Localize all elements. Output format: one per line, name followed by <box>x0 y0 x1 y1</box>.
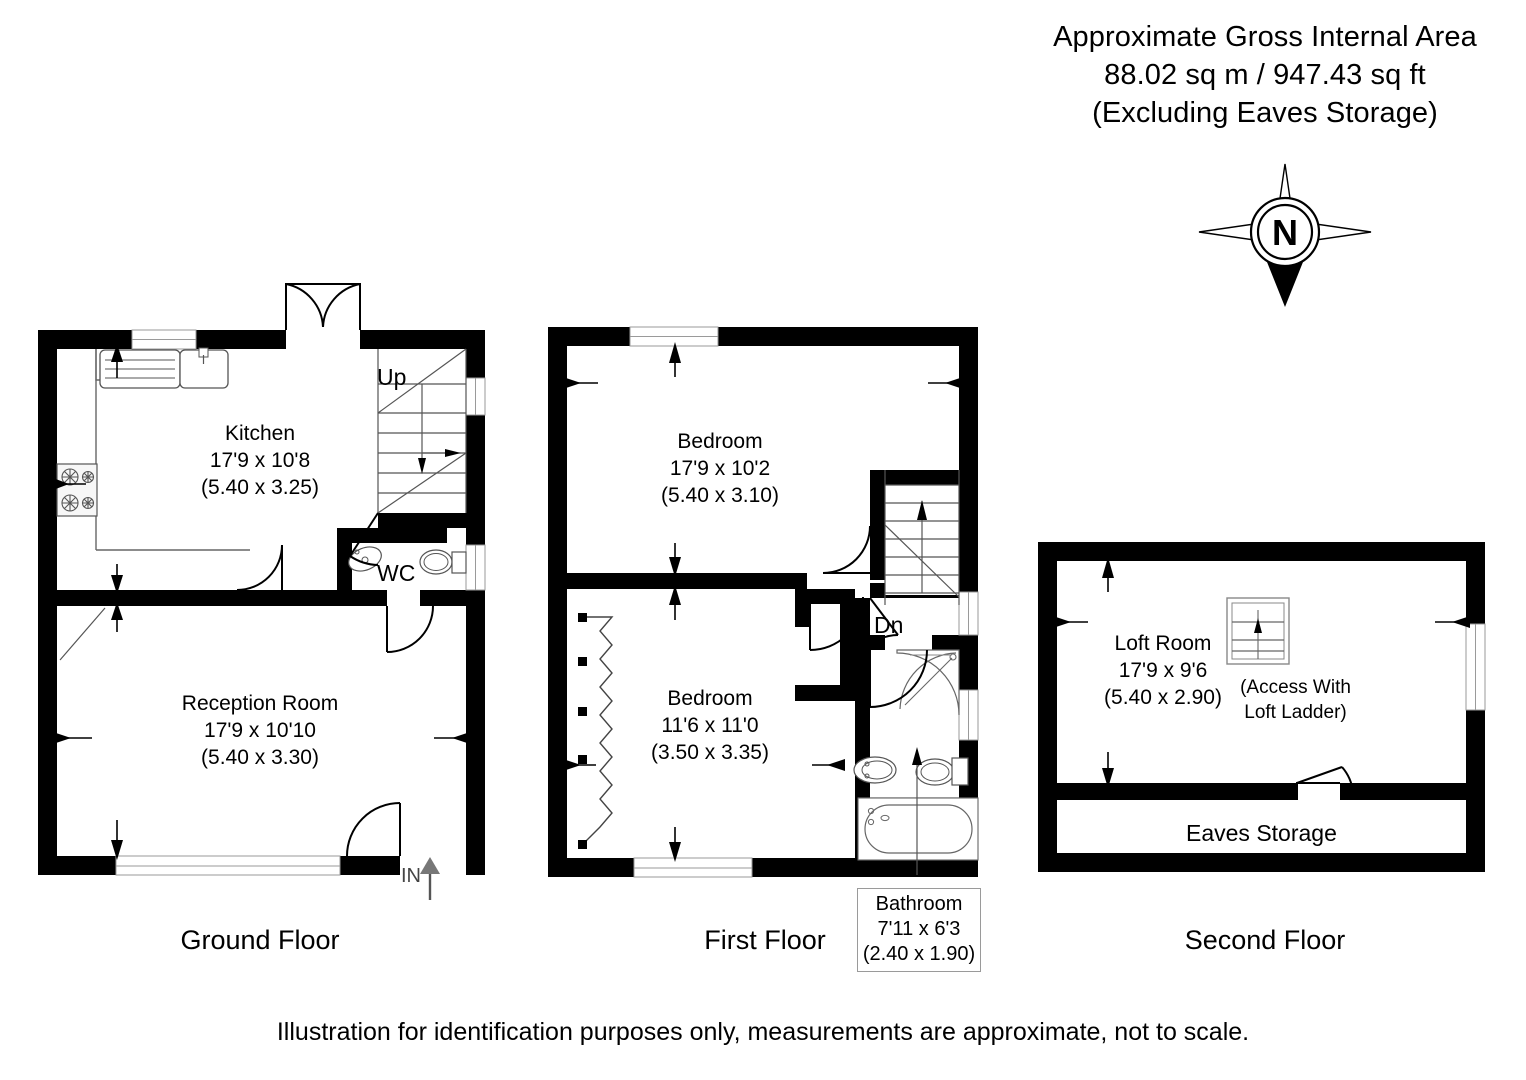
reception-dims-metric: (5.40 x 3.30) <box>201 746 319 769</box>
loft-access-note: (Access With Loft Ladder) <box>1208 675 1383 725</box>
area-summary: Approximate Gross Internal Area 88.02 sq… <box>1010 18 1520 132</box>
ground-floor-dimension-arrows <box>53 344 470 900</box>
reception-dims-imperial: 17'9 x 10'10 <box>204 719 316 742</box>
loft-name: Loft Room <box>1114 632 1212 655</box>
caption-ground-floor: Ground Floor <box>180 925 340 955</box>
ground-floor-walls <box>38 330 485 875</box>
bathroom-dims-imperial: 7'11 x 6'3 <box>877 918 961 940</box>
bedroom1-dims-imperial: 17'9 x 10'2 <box>669 457 771 480</box>
loft-access-note-line-2: Loft Ladder) <box>1244 702 1347 723</box>
ground-floor-doors <box>236 512 434 857</box>
loft-access-note-line-1: (Access With <box>1240 677 1351 698</box>
second-floor-window <box>1465 623 1486 711</box>
bedroom2-dims-metric: (3.50 x 3.35) <box>651 741 769 764</box>
caption-first-floor: First Floor <box>704 925 826 955</box>
bathroom-name: Bathroom <box>875 893 963 915</box>
loft-dims-imperial: 17'9 x 9'6 <box>1118 659 1208 682</box>
room-label-bedroom-1: Bedroom 17'9 x 10'2 (5.40 x 3.10) <box>605 428 835 509</box>
kitchen-sink <box>99 347 229 389</box>
second-floor-plan <box>1038 542 1486 872</box>
compass-north-label: N <box>1272 212 1298 253</box>
area-summary-line-3: (Excluding Eaves Storage) <box>1092 97 1438 129</box>
room-label-kitchen: Kitchen 17'9 x 10'8 (5.40 x 3.25) <box>140 420 380 501</box>
kitchen-hob <box>56 463 98 517</box>
bathroom-bath <box>857 797 979 861</box>
first-floor-walls <box>548 327 978 877</box>
first-floor-windows <box>629 326 979 878</box>
bedroom1-name: Bedroom <box>677 430 763 453</box>
eaves-storage-door <box>1296 766 1354 800</box>
stair-label-dn: Dn <box>874 612 904 638</box>
compass-rose: N <box>1198 163 1372 307</box>
kitchen-dims-imperial: 17'9 x 10'8 <box>209 449 311 472</box>
wc-toilet <box>419 549 467 575</box>
bedroom2-name: Bedroom <box>667 687 753 710</box>
loft-dims-metric: (5.40 x 2.90) <box>1104 686 1222 709</box>
stair-label-up: Up <box>377 364 407 390</box>
bedroom-wardrobe-partition <box>578 613 614 849</box>
room-label-wc: WC <box>377 560 416 586</box>
first-floor-doors <box>809 525 928 708</box>
bathroom-shower <box>896 649 960 716</box>
bathroom-basin <box>853 756 897 784</box>
kitchen-dims-metric: (5.40 x 3.25) <box>201 476 319 499</box>
loft-ladder-icon <box>1226 597 1290 665</box>
entrance-label-in: IN <box>401 865 421 887</box>
room-label-bedroom-2: Bedroom 11'6 x 11'0 (3.50 x 3.35) <box>595 685 825 766</box>
ground-floor-plan <box>38 283 486 900</box>
area-summary-line-2: 88.02 sq m / 947.43 sq ft <box>1104 59 1426 91</box>
kitchen-name: Kitchen <box>224 422 296 445</box>
disclaimer-note: Illustration for identification purposes… <box>276 1018 1250 1046</box>
caption-second-floor: Second Floor <box>1184 925 1346 955</box>
reception-name: Reception Room <box>181 692 339 715</box>
room-label-eaves-storage: Eaves Storage <box>1186 820 1337 846</box>
bathroom-dims-metric: (2.40 x 1.90) <box>862 943 976 965</box>
first-floor-staircase <box>884 470 960 605</box>
room-label-loft: Loft Room 17'9 x 9'6 (5.40 x 2.90) <box>1063 630 1263 711</box>
room-label-reception: Reception Room 17'9 x 10'10 (5.40 x 3.30… <box>140 690 380 771</box>
first-floor-dimension-arrows <box>563 342 963 875</box>
second-floor-dimension-arrows <box>1053 557 1470 788</box>
bedroom1-dims-metric: (5.40 x 3.10) <box>661 484 779 507</box>
ground-floor-windows <box>115 329 486 876</box>
bedroom2-dims-imperial: 11'6 x 11'0 <box>661 714 759 737</box>
ground-floor-staircase <box>377 348 467 514</box>
compass-south-pointer <box>1263 252 1307 307</box>
bathroom-toilet <box>915 757 969 786</box>
area-summary-line-1: Approximate Gross Internal Area <box>1053 21 1477 53</box>
first-floor-plan <box>548 326 979 878</box>
porch-canopy <box>285 283 361 330</box>
bathroom-callout-box: Bathroom 7'11 x 6'3 (2.40 x 1.90) <box>857 888 981 972</box>
second-floor-walls <box>1038 542 1485 872</box>
